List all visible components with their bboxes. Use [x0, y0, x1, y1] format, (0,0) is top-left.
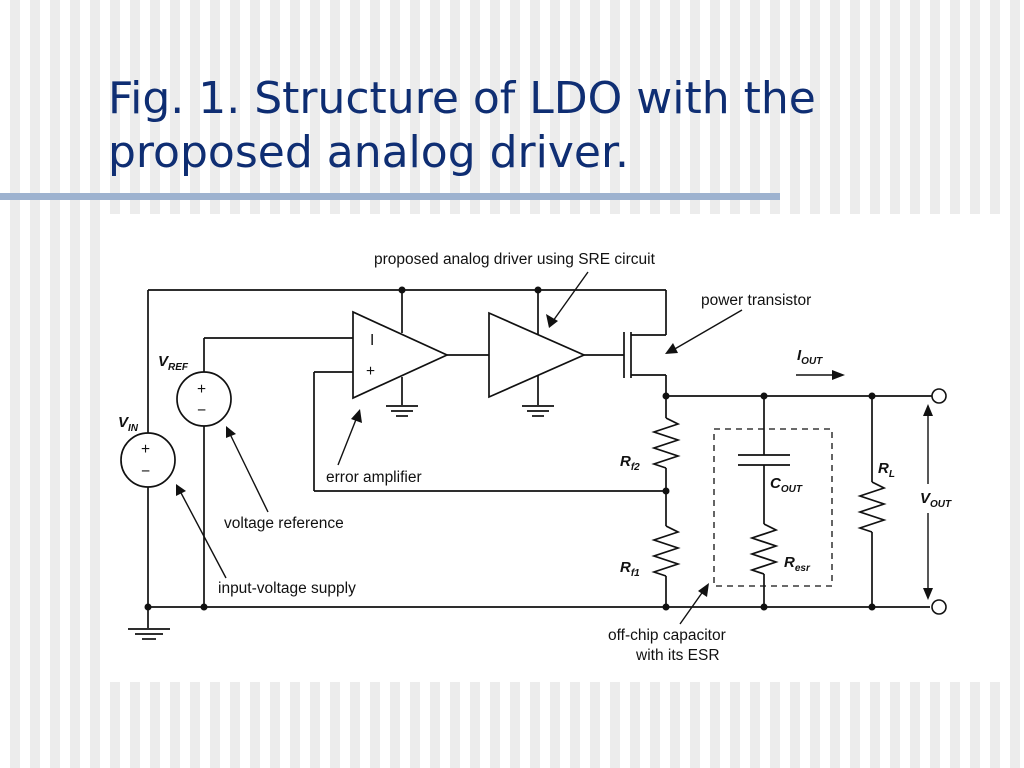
- vin-source-circle: [120, 432, 176, 488]
- rl-resistor: [857, 481, 887, 533]
- ground-symbol-amp1: [386, 405, 418, 417]
- vref-plus-sign: +: [197, 381, 206, 398]
- offchip-annotation-line2: with its ESR: [635, 647, 720, 664]
- iout-arrow: [796, 370, 845, 380]
- voltage-reference-annotation: voltage reference: [224, 515, 344, 532]
- rf2-resistor: [651, 417, 681, 469]
- title-divider: [0, 193, 780, 200]
- vout-terminal-bottom: [931, 599, 947, 615]
- vin-minus-sign: −: [141, 463, 150, 480]
- rf1-resistor: [651, 525, 681, 577]
- rf2-label: Rf2: [620, 453, 640, 473]
- vout-label: VOUT: [920, 490, 952, 510]
- vref-minus-sign: −: [197, 402, 206, 419]
- amp-inverting-sign: I: [370, 332, 374, 349]
- ldo-schematic: + − VIN + − VREF I +: [118, 251, 952, 664]
- vout-terminal-top: [931, 388, 947, 404]
- error-amplifier-symbol: [352, 310, 450, 400]
- rf1-label: Rf1: [620, 559, 640, 579]
- vref-source-circle: [176, 371, 232, 427]
- vin-label: VIN: [118, 414, 139, 434]
- amp-noninverting-sign: +: [366, 363, 375, 380]
- offchip-annotation-line1: off-chip capacitor: [608, 627, 726, 644]
- sre-driver-buffer-symbol: [488, 311, 587, 399]
- ground-symbol-amp2: [522, 405, 554, 417]
- driver-annotation: proposed analog driver using SRE circuit: [374, 251, 656, 268]
- ground-symbol-main: [128, 607, 170, 640]
- junction-dots: [144, 286, 876, 611]
- vref-label: VREF: [158, 353, 189, 373]
- slide-title: Fig. 1. Structure of LDO with the propos…: [108, 73, 816, 178]
- vin-plus-sign: +: [141, 441, 150, 458]
- ldo-schematic-figure: + − VIN + − VREF I +: [102, 214, 1010, 682]
- power-transistor-annotation: power transistor: [701, 292, 811, 309]
- annotation-arrows: [176, 271, 743, 625]
- rl-label: RL: [878, 460, 895, 480]
- offchip-capacitor-box: [713, 428, 833, 587]
- vout-arrow: [923, 404, 933, 600]
- input-supply-annotation: input-voltage supply: [218, 580, 356, 597]
- resr-label: Resr: [784, 554, 811, 574]
- power-transistor-symbol: [623, 290, 667, 396]
- resr-resistor: [749, 523, 779, 575]
- error-amplifier-annotation: error amplifier: [326, 469, 422, 486]
- iout-label: IOUT: [797, 347, 823, 367]
- cout-label: COUT: [770, 475, 803, 495]
